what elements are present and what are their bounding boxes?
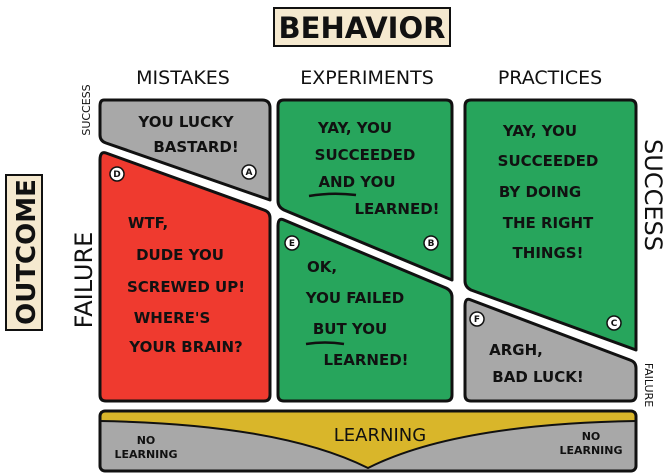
column-header-mistakes: MISTAKES [136, 67, 230, 89]
marker-a: A [241, 164, 257, 180]
no-learning-left-line-1: NO [137, 434, 156, 447]
learning-bar: LEARNING NO LEARNING NO LEARNING [98, 409, 638, 473]
cell-ok-failed [276, 217, 454, 403]
marker-d: D [109, 166, 125, 182]
cell-practices-line-2: SUCCEEDED [498, 152, 599, 170]
cell-ok-line-3: BUT YOU [313, 320, 387, 338]
svg-text:E: E [289, 239, 295, 249]
cell-lucky-line-2: BASTARD! [153, 138, 238, 156]
behavior-title-box: BEHAVIOR [273, 7, 451, 47]
marker-f: F [469, 311, 485, 327]
cell-wtf-line-2: DUDE YOU [136, 246, 224, 264]
cell-wtf-line-1: WTF, [128, 214, 168, 232]
cell-wtf-line-4: WHERE'S [134, 309, 211, 327]
cell-bad-luck [463, 297, 638, 403]
cell-yay-learned [276, 98, 454, 282]
no-learning-right-line-1: NO [582, 430, 601, 443]
cell-lucky-line-1: YOU LUCKY [137, 113, 234, 131]
cell-practices-line-3: BY DOING [499, 183, 581, 201]
no-learning-right-line-2: LEARNING [559, 444, 622, 457]
cell-ok-line-4: LEARNED! [323, 351, 408, 369]
cell-bad-luck-line-2: BAD LUCK! [492, 368, 583, 386]
cell-yay-learned-line-2: SUCCEEDED [315, 146, 416, 164]
column-header-practices: PRACTICES [498, 67, 602, 89]
cell-ok-line-1: OK, [307, 258, 337, 276]
marker-b: B [423, 235, 439, 251]
marker-c: C [606, 315, 622, 331]
cell-lucky-bastard [98, 98, 272, 202]
svg-text:F: F [474, 315, 480, 325]
axis-failure-big: FAILURE [70, 232, 98, 329]
underline-but [305, 341, 345, 346]
marker-e: E [284, 235, 300, 251]
learning-label: LEARNING [334, 425, 426, 446]
cell-yay-learned-line-1: YAY, YOU [317, 119, 392, 137]
cell-ok-line-2: YOU FAILED [305, 289, 404, 307]
underline-and [308, 192, 357, 198]
svg-text:B: B [428, 239, 435, 249]
cell-wtf-line-5: YOUR BRAIN? [128, 338, 242, 356]
cell-wtf [98, 151, 272, 403]
axis-success-big: SUCCESS [639, 139, 667, 251]
cell-yay-learned-line-3: AND YOU [318, 173, 395, 191]
outcome-title-box: OUTCOME [5, 174, 43, 331]
outcome-title: OUTCOME [12, 179, 42, 325]
no-learning-left-line-2: LEARNING [114, 448, 177, 461]
svg-text:C: C [611, 319, 618, 329]
cell-practices-line-4: THE RIGHT [503, 214, 594, 232]
behavior-title: BEHAVIOR [279, 11, 446, 45]
axis-success-small: SUCCESS [80, 84, 93, 135]
cell-yay-learned-line-4: LEARNED! [354, 200, 439, 218]
cell-practices-line-5: THINGS! [513, 244, 584, 262]
svg-text:A: A [246, 168, 253, 178]
axis-failure-small: FAILURE [642, 363, 655, 407]
column-header-experiments: EXPERIMENTS [300, 67, 434, 89]
cell-practices-line-1: YAY, YOU [502, 122, 577, 140]
learning-wave [100, 413, 636, 468]
cell-wtf-line-3: SCREWED UP! [127, 278, 245, 296]
cell-bad-luck-line-1: ARGH, [489, 341, 543, 359]
svg-text:D: D [113, 170, 120, 180]
cell-yay-practices [463, 98, 638, 352]
